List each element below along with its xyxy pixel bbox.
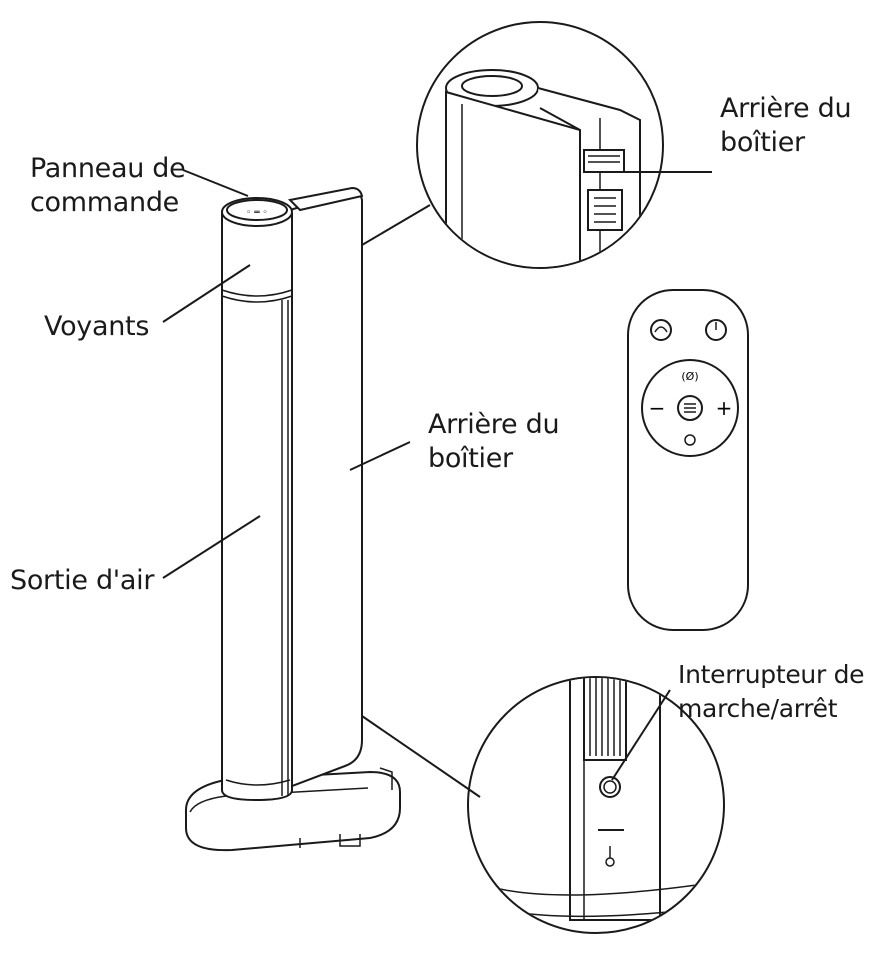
leader-control-panel: [182, 169, 249, 197]
rear-housing-detail-circle: [416, 21, 664, 269]
label-control-panel-line2: commande: [30, 187, 179, 218]
leader-air-outlet: [162, 515, 261, 579]
label-air-outlet: Sortie d'air: [10, 564, 154, 598]
remote-control: (Ø) − +: [627, 289, 749, 631]
remote-plus-label: +: [716, 396, 733, 420]
label-rear-housing-line1: Arrière du: [428, 409, 560, 440]
leader-indicators: [162, 264, 251, 323]
power-switch-detail-circle: [467, 676, 725, 934]
label-control-panel-line1: Panneau de: [30, 153, 186, 184]
svg-text:◦ ═ ◦: ◦ ═ ◦: [246, 208, 268, 218]
label-rear-housing-inset: Arrière du boîtier: [720, 92, 852, 160]
label-rear-housing-inset-line1: Arrière du: [720, 93, 852, 124]
label-indicators-line1: Voyants: [44, 311, 150, 342]
label-power-switch-line1: Interrupteur de: [678, 660, 865, 689]
tower-body: ◦ ═ ◦: [221, 186, 364, 802]
leader-power-switch: [611, 689, 671, 781]
label-control-panel: Panneau de commande: [30, 152, 186, 220]
label-rear-housing-line2: boîtier: [428, 443, 513, 474]
leader-lines: [162, 169, 712, 798]
label-power-switch-line2: marche/arrêt: [678, 694, 838, 723]
connector-bottom: [361, 715, 481, 798]
connector-top: [361, 204, 431, 246]
remote-minus-label: −: [649, 396, 666, 420]
svg-text:(Ø): (Ø): [681, 370, 698, 383]
label-power-switch: Interrupteur de marche/arrêt: [678, 658, 865, 726]
label-indicators: Voyants: [44, 310, 149, 344]
label-rear-housing: Arrière du boîtier: [428, 408, 560, 476]
label-air-outlet-line1: Sortie d'air: [10, 565, 155, 596]
leader-rear-housing: [349, 441, 411, 471]
label-rear-housing-inset-line2: boîtier: [720, 127, 805, 158]
